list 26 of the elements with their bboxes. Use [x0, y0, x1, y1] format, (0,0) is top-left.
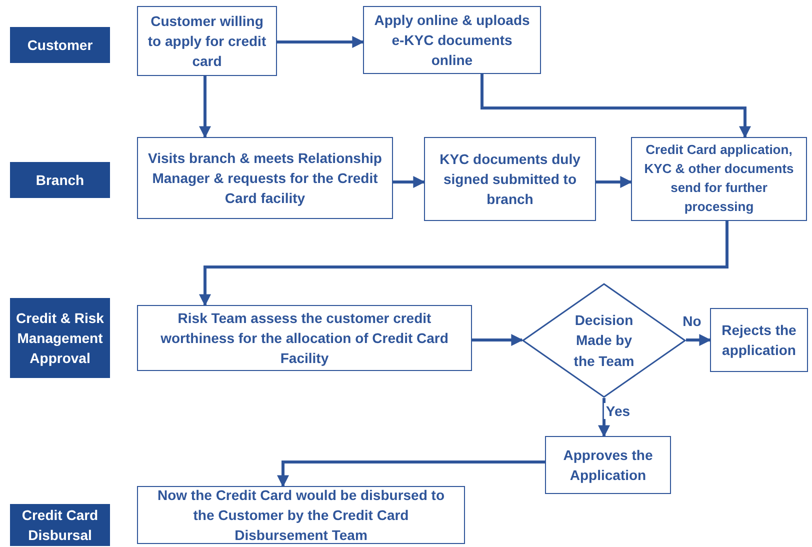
lane-label: Credit Card Disbursal [10, 504, 110, 546]
arrow [686, 334, 712, 346]
process-box: Visits branch & meets Relationship Manager & requests for the Credit Card facility [137, 137, 393, 219]
process-box: Customer willing to apply for credit card [137, 6, 277, 76]
arrow [596, 176, 632, 188]
process-box: Now the Credit Card would be disbursed to the Customer by the Credit Card Disbursement Team [137, 486, 465, 544]
arrow [480, 74, 751, 138]
arrow [277, 460, 545, 488]
arrow [199, 221, 728, 306]
arrow [277, 36, 364, 48]
process-box: Approves the Application [545, 436, 671, 494]
process-box: Rejects the application [710, 308, 808, 372]
arrow [393, 176, 426, 188]
process-box: Risk Team assess the customer credit worthiness for the allocation of Credit Card Facility [137, 305, 472, 371]
edge-label: No [680, 313, 704, 329]
arrow [598, 398, 610, 438]
arrow [199, 76, 211, 138]
process-box: Apply online & uploads e-KYC documents online [363, 6, 541, 74]
lane-label: Branch [10, 162, 110, 198]
process-box: KYC documents duly signed submitted to branch [424, 137, 596, 221]
process-box: Credit Card application, KYC & other documents send for further processing [631, 137, 807, 221]
decision-text: Decision Made by the Team [572, 311, 636, 371]
edge-label: Yes [604, 403, 632, 419]
lane-label: Customer [10, 27, 110, 63]
arrow [472, 334, 524, 346]
lane-label: Credit & Risk Management Approval [10, 298, 110, 378]
